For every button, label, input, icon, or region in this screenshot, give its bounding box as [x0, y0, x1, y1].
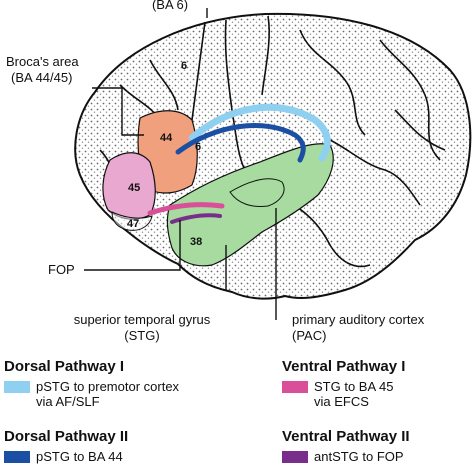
legend-dorsal-1-line1: pSTG to premotor cortex [36, 379, 180, 394]
label-broca-area: Broca's area [6, 54, 79, 69]
ventral-pathway-1-tract [147, 202, 225, 216]
region-label-6-upper: 6 [181, 60, 187, 72]
label-pac-line2: (PAC) [292, 328, 327, 343]
region-label-44: 44 [160, 132, 173, 144]
region-ba47 [111, 211, 153, 231]
ventral-pathway-2-tract [170, 213, 222, 224]
region-label-6-lower: 6 [195, 141, 201, 153]
region-label-38: 38 [190, 236, 202, 248]
legend-dorsal-1-title: Dorsal Pathway I [4, 358, 125, 375]
legend-dorsal-2-swatch [4, 451, 30, 463]
region-pac [229, 178, 285, 207]
label-pac-line1: primary auditory cortex [292, 312, 425, 327]
legend-ventral-1-title: Ventral Pathway I [282, 358, 406, 375]
dorsal-pathway-1-tract [188, 103, 331, 162]
legend-ventral-1-line2: via EFCS [314, 394, 369, 409]
region-label-47: 47 [127, 218, 139, 230]
label-stg-line2: (STG) [124, 328, 160, 343]
legend-dorsal-1-line2: via AF/SLF [36, 394, 100, 409]
label-fop: FOP [48, 262, 75, 277]
legend-ventral-pathway-1: Ventral Pathway I STG to BA 45 via EFCS [282, 358, 405, 409]
legend-ventral-2-line1: antSTG to FOP [314, 449, 404, 464]
leader-lines [84, 8, 277, 320]
legend-ventral-pathway-2: Ventral Pathway II antSTG to FOP [282, 428, 410, 464]
label-broca-ba: (BA 44/45) [11, 70, 73, 85]
label-ba6: (BA 6) [151, 0, 189, 12]
legend-ventral-2-swatch [282, 451, 308, 463]
dorsal-pathway-2-tract [175, 123, 306, 163]
region-label-45: 45 [128, 182, 140, 194]
legend-ventral-2-title: Ventral Pathway II [282, 428, 410, 445]
legend-dorsal-pathway-2: Dorsal Pathway II pSTG to BA 44 [4, 428, 128, 464]
legend-ventral-1-line1: STG to BA 45 [314, 379, 394, 394]
legend-ventral-1-swatch [282, 381, 308, 393]
legend-dorsal-1-swatch [4, 381, 30, 393]
legend-dorsal-pathway-1: Dorsal Pathway I pSTG to premotor cortex… [4, 358, 179, 409]
legend-dorsal-2-title: Dorsal Pathway II [4, 428, 129, 445]
legend-dorsal-2-line1: pSTG to BA 44 [36, 449, 123, 464]
label-stg-line1: superior temporal gyrus [73, 312, 211, 327]
